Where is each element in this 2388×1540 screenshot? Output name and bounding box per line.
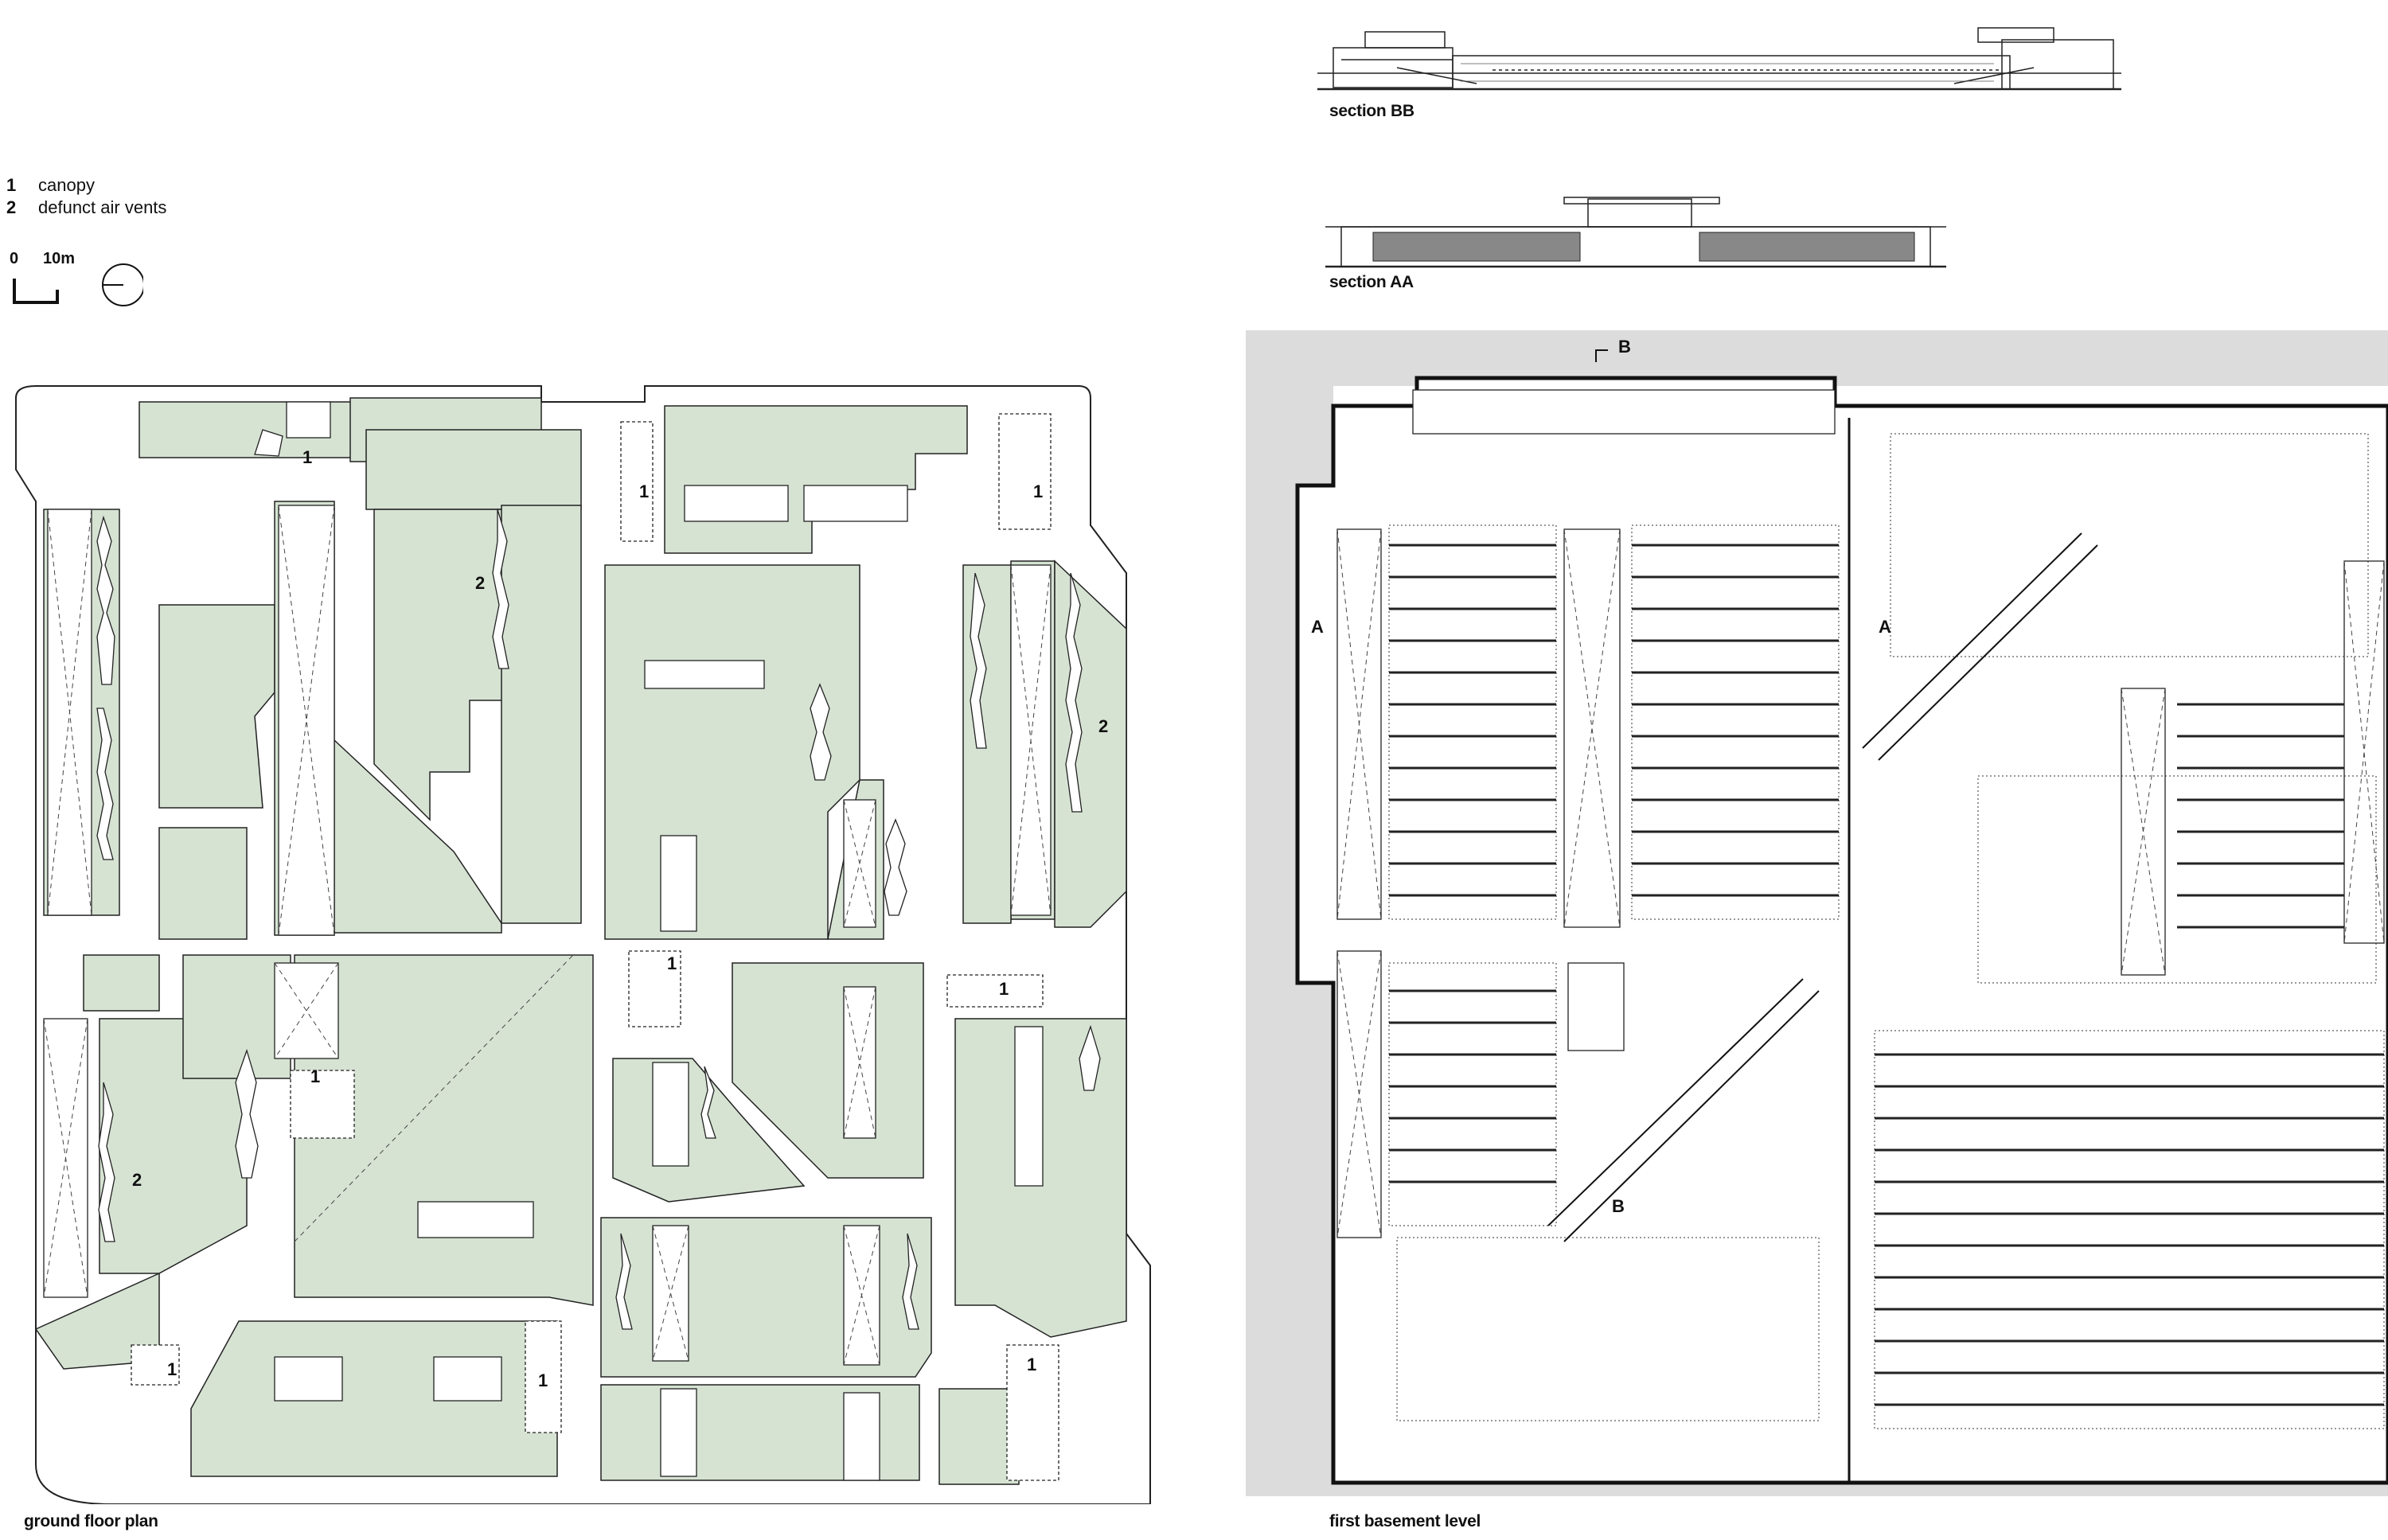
marker-canopy: 1 <box>999 979 1009 999</box>
scale-ten-label: 10m <box>43 250 76 267</box>
section-aa-drawing <box>1325 197 1946 268</box>
diagonal-ramps <box>1547 532 2098 1242</box>
marker-canopy: 1 <box>310 1066 320 1086</box>
marker-air-vents: 2 <box>475 573 485 593</box>
marker-section-a: A <box>1311 617 1324 637</box>
caption-basement: first basement level <box>1329 1512 1481 1530</box>
section-bb-drawing <box>1317 27 2121 91</box>
caption-section-bb: section BB <box>1329 102 1414 120</box>
caption-section-aa: section AA <box>1329 273 1414 291</box>
marker-canopy: 1 <box>302 447 312 467</box>
marker-canopy: 1 <box>639 481 649 501</box>
marker-section-b: B <box>1618 337 1631 357</box>
marker-canopy: 1 <box>1033 481 1043 501</box>
marker-air-vents: 2 <box>132 1170 142 1190</box>
legend-text: defunct air vents <box>38 197 167 217</box>
caption-ground-floor: ground floor plan <box>24 1512 158 1530</box>
ground-floor-plan: 1 1 1 2 2 1 1 1 2 1 1 1 <box>15 385 1151 1504</box>
legend-num: 2 <box>6 197 17 217</box>
legend-num: 1 <box>6 175 17 195</box>
green-blocks <box>34 397 1127 1485</box>
marker-canopy: 1 <box>1027 1355 1036 1374</box>
scale-bar <box>13 263 143 306</box>
basement-plan: A A B B <box>1295 337 2388 1485</box>
skylight-crosses <box>43 505 1052 1366</box>
legend-text: canopy <box>38 175 95 195</box>
marker-canopy: 1 <box>167 1359 177 1379</box>
marker-air-vents: 2 <box>1098 716 1108 736</box>
legend-item-canopy: 1 canopy <box>6 175 95 196</box>
canopy-stairs <box>131 401 1059 1481</box>
legend-item-air-vents: 2 defunct air vents <box>6 197 166 218</box>
parking-rows <box>1388 433 2385 1429</box>
site-outline <box>15 385 1151 1504</box>
marker-canopy: 1 <box>667 953 677 973</box>
scale-zero-label: 0 <box>10 250 19 267</box>
air-vent-clusters <box>96 429 1101 1330</box>
north-arrow-icon <box>102 263 143 306</box>
marker-section-a: A <box>1879 617 1891 637</box>
marker-canopy: 1 <box>538 1370 548 1390</box>
marker-section-b: B <box>1612 1196 1625 1216</box>
